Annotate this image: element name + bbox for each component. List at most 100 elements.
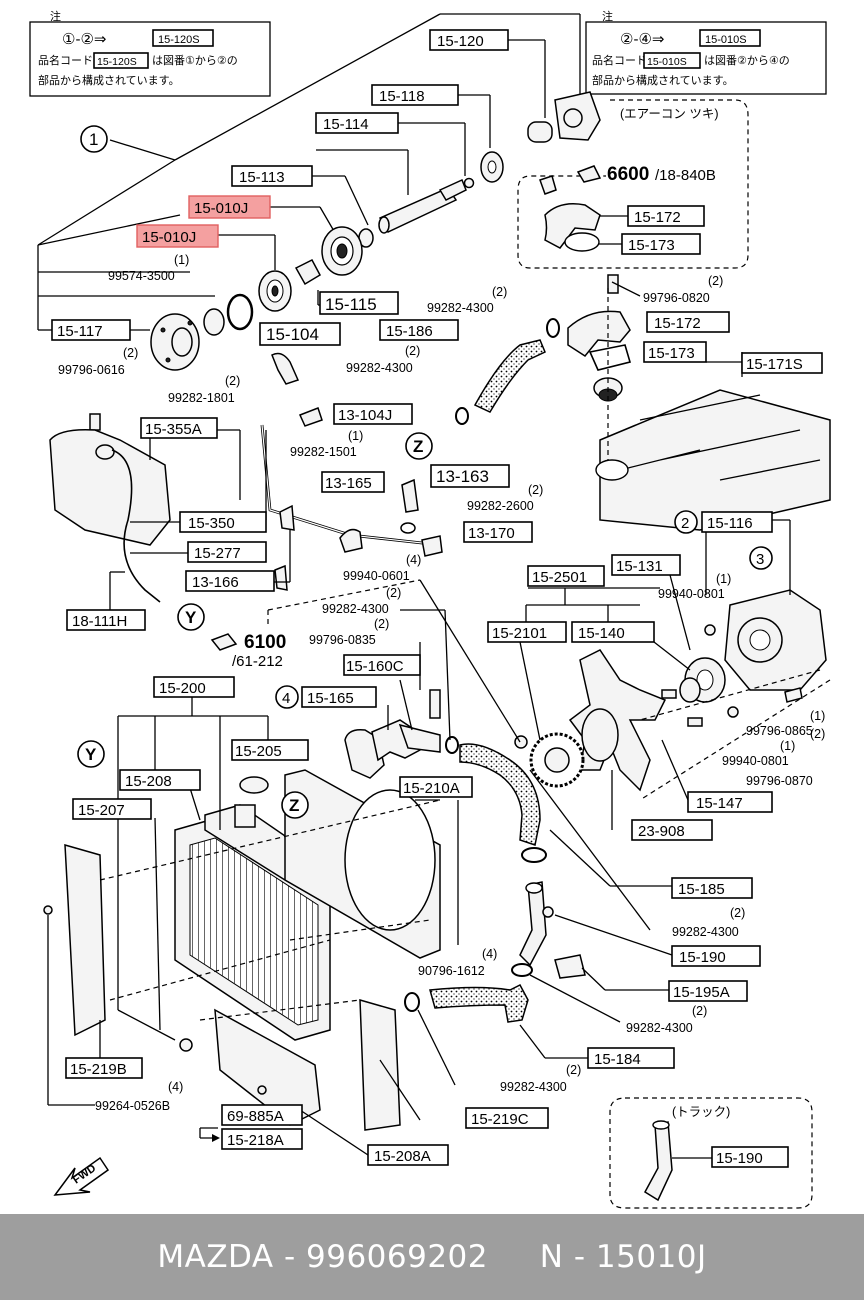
label-15-114[interactable]: 15-114 — [323, 116, 369, 133]
label-15-355A[interactable]: 15-355A — [145, 421, 202, 438]
marker-z-bottom: Z — [289, 796, 299, 815]
label-99282-1801[interactable]: 99282-1801 — [168, 391, 235, 405]
label-15-140[interactable]: 15-140 — [578, 625, 625, 642]
label-15-195A[interactable]: 15-195A — [673, 984, 730, 1001]
label-15-277[interactable]: 15-277 — [194, 545, 241, 562]
label-15-185[interactable]: 15-185 — [678, 881, 725, 898]
label-23-908[interactable]: 23-908 — [638, 823, 685, 840]
boxed-labels: 15-120 15-118 15-114 15-113 15-010J 15-0… — [51, 29, 823, 1168]
label-15-219C[interactable]: 15-219C — [471, 1111, 529, 1128]
label-15-165[interactable]: 15-165 — [307, 690, 354, 707]
label-15-173[interactable]: 15-173 — [648, 345, 695, 362]
label-15-190[interactable]: 15-190 — [679, 949, 726, 966]
label-15-113[interactable]: 15-113 — [239, 169, 285, 186]
label-15-116[interactable]: 15-116 — [707, 515, 753, 532]
label-99796-0865[interactable]: 99796-0865 — [746, 724, 813, 738]
clip-13-165 — [339, 528, 363, 553]
spacer-15-115 — [294, 259, 321, 286]
label-15-184[interactable]: 15-184 — [594, 1051, 641, 1068]
marker-1: 1 — [89, 130, 98, 149]
label-99282-4300-f[interactable]: 99282-4300 — [500, 1080, 567, 1094]
label-15-2101[interactable]: 15-2101 — [492, 625, 547, 642]
label-15-172[interactable]: 15-172 — [654, 315, 701, 332]
label-13-166[interactable]: 13-166 — [192, 574, 239, 591]
label-99796-0835[interactable]: 99796-0835 — [309, 633, 376, 647]
qty-99282-4300-e: (2) — [692, 1004, 707, 1018]
fwd-arrow: FWD — [53, 1156, 110, 1196]
label-13-104J[interactable]: 13-104J — [338, 407, 392, 424]
label-99282-1501[interactable]: 99282-1501 — [290, 445, 357, 459]
label-15-210A[interactable]: 15-210A — [403, 780, 460, 797]
qty-99264-0526B: (4) — [168, 1080, 183, 1094]
marker-4: 4 — [282, 690, 290, 707]
label-99796-0820[interactable]: 99796-0820 — [643, 291, 710, 305]
label-18-111H[interactable]: 18-111H — [72, 613, 127, 630]
label-99282-4300-a[interactable]: 99282-4300 — [427, 301, 494, 315]
aircon-group: (エアーコン ツキ) 6600 /18-840B — [517, 99, 749, 269]
note-right-symbol: 注 — [602, 9, 613, 23]
label-15-160C[interactable]: 15-160C — [346, 658, 404, 675]
label-15-190-truck[interactable]: 15-190 — [716, 1150, 763, 1167]
label-99282-2600[interactable]: 99282-2600 — [467, 499, 534, 513]
thermostat-cover-aircon — [544, 203, 601, 249]
label-13-163[interactable]: 13-163 — [436, 467, 489, 486]
label-15-131[interactable]: 15-131 — [616, 558, 663, 575]
cap-15-205 — [239, 776, 269, 794]
label-15-208[interactable]: 15-208 — [125, 773, 172, 790]
label-99940-0801-a[interactable]: 99940-0801 — [658, 587, 725, 601]
note-left-line2-tail: は図番①から②の — [152, 54, 238, 67]
label-15-186[interactable]: 15-186 — [386, 323, 433, 340]
ref-6600: 6600 — [607, 164, 649, 185]
label-15-147[interactable]: 15-147 — [696, 795, 743, 812]
label-99282-4300-d[interactable]: 99282-4300 — [672, 925, 739, 939]
label-15-115[interactable]: 15-115 — [325, 295, 377, 314]
valve-13-163 — [401, 478, 419, 513]
marker-2: 2 — [681, 515, 689, 532]
label-15-172-aircon[interactable]: 15-172 — [634, 209, 681, 226]
label-15-010J-lower[interactable]: 15-010J — [142, 229, 196, 246]
qty-99796-0835: (2) — [374, 617, 389, 631]
label-99940-0601[interactable]: 99940-0601 — [343, 569, 410, 583]
label-15-173-aircon[interactable]: 15-173 — [628, 237, 675, 254]
label-69-885A[interactable]: 69-885A — [227, 1108, 284, 1125]
label-15-118[interactable]: 15-118 — [379, 88, 425, 105]
label-15-117[interactable]: 15-117 — [57, 323, 103, 340]
markers: 1 2 3 4 Y Y Z Z — [77, 125, 773, 819]
label-13-165[interactable]: 13-165 — [325, 475, 372, 492]
seal-15-219C — [359, 998, 401, 1131]
label-15-208A[interactable]: 15-208A — [374, 1148, 431, 1165]
label-15-200[interactable]: 15-200 — [159, 680, 206, 697]
label-15-171S[interactable]: 15-171S — [746, 356, 803, 373]
label-99282-4300-e[interactable]: 99282-4300 — [626, 1021, 693, 1035]
label-15-2501[interactable]: 15-2501 — [532, 569, 587, 586]
label-15-120[interactable]: 15-120 — [437, 33, 484, 50]
label-99940-0801-b[interactable]: 99940-0801 — [722, 754, 789, 768]
label-99796-0870[interactable]: 99796-0870 — [746, 774, 813, 788]
marker-z-top: Z — [413, 437, 423, 456]
label-15-104[interactable]: 15-104 — [266, 325, 319, 344]
label-99796-0616[interactable]: 99796-0616 — [58, 363, 125, 377]
qty-99282-1501: (1) — [348, 429, 363, 443]
marker-3: 3 — [756, 551, 764, 568]
label-15-207[interactable]: 15-207 — [78, 802, 125, 819]
label-15-219B[interactable]: 15-219B — [70, 1061, 127, 1078]
label-99282-4300-b[interactable]: 99282-4300 — [346, 361, 413, 375]
arrow-icon — [576, 165, 602, 183]
upper-radiator-hose — [459, 743, 541, 846]
qty-99796-0616: (2) — [123, 346, 138, 360]
fwd-arrow-icon — [53, 1156, 110, 1196]
aircon-label: (エアーコン ツキ) — [620, 107, 719, 121]
pump-shaft-parts — [150, 91, 601, 371]
label-15-205[interactable]: 15-205 — [235, 743, 282, 760]
qty-99940-0801-b: (1) — [780, 739, 795, 753]
label-15-010J-upper[interactable]: 15-010J — [194, 200, 248, 217]
label-15-350[interactable]: 15-350 — [188, 515, 235, 532]
label-15-218A[interactable]: 15-218A — [227, 1132, 284, 1149]
marker-y-bottom: Y — [85, 745, 97, 764]
label-13-170[interactable]: 13-170 — [468, 525, 515, 542]
label-90796-1612[interactable]: 90796-1612 — [418, 964, 485, 978]
label-99264-0526B[interactable]: 99264-0526B — [95, 1099, 170, 1113]
note-right-line2-tail: は図番②から④の — [704, 54, 790, 67]
label-99282-4300-c[interactable]: 99282-4300 — [322, 602, 389, 616]
label-99574-3500[interactable]: 99574-3500 — [108, 269, 175, 283]
